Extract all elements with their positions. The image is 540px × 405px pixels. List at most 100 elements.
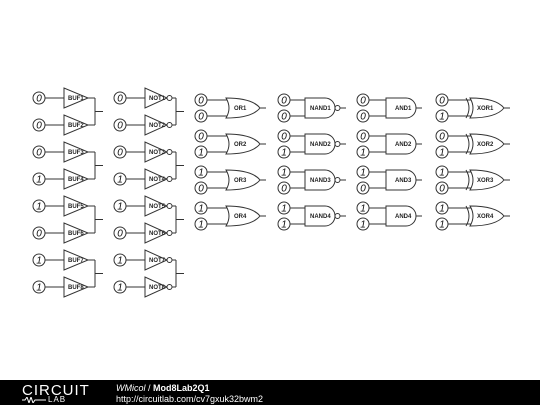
or-gate-input-a[interactable]: 1 [194, 165, 208, 179]
or-gate-label: OR4 [234, 214, 247, 220]
nand-gate-input-a[interactable]: 0 [277, 129, 291, 143]
nand-gate-input-b[interactable]: 1 [277, 145, 291, 159]
circuitlab-logo[interactable]: CIRCUIT [22, 382, 90, 399]
xor-gate-input-b[interactable]: 0 [435, 181, 449, 195]
author-name[interactable]: WMicol [116, 383, 146, 393]
buffer-gate-symbol [63, 87, 90, 109]
not-gate-input-value: 1 [117, 283, 123, 294]
not-gate-symbol [144, 195, 169, 217]
buffer-gate-input[interactable]: 1 [32, 172, 46, 186]
xor-gate-input-a[interactable]: 1 [435, 165, 449, 179]
or-gate-input-b[interactable]: 1 [194, 217, 208, 231]
not-gate-input[interactable]: 0 [113, 91, 127, 105]
or-gate-input-a[interactable]: 1 [194, 201, 208, 215]
and-gate-input-a[interactable]: 1 [356, 165, 370, 179]
buffer-gate-input[interactable]: 0 [32, 118, 46, 132]
xor-gate-input-a[interactable]: 0 [435, 93, 449, 107]
and-gate-input-b-value: 1 [360, 220, 366, 231]
not-gate-input[interactable]: 0 [113, 145, 127, 159]
or-gate-input-b[interactable]: 0 [194, 109, 208, 123]
inversion-bubble [166, 176, 173, 182]
nand-gate[interactable]: 0 1 NAND2 [277, 129, 346, 159]
xor-gate-input-b[interactable]: 1 [435, 109, 449, 123]
nand-gate-input-b[interactable]: 1 [277, 217, 291, 231]
nand-gate-input-a[interactable]: 0 [277, 93, 291, 107]
xor-gate-input-b[interactable]: 1 [435, 145, 449, 159]
and-gate-input-a[interactable]: 0 [356, 129, 370, 143]
or-gate-input-b[interactable]: 0 [194, 181, 208, 195]
and-gate-input-a[interactable]: 0 [356, 93, 370, 107]
nand-gate-input-a-value: 1 [281, 168, 287, 179]
author-line: WMicol / Mod8Lab2Q1 [116, 383, 210, 393]
nand-gate-label: NAND4 [310, 214, 331, 220]
or-gate-input-a[interactable]: 0 [194, 129, 208, 143]
buffer-gate-input[interactable]: 0 [32, 145, 46, 159]
circuit-title[interactable]: Mod8Lab2Q1 [153, 383, 210, 393]
xor-gate-input-a[interactable]: 0 [435, 129, 449, 143]
nand-gate-input-a[interactable]: 1 [277, 165, 291, 179]
and-gate-input-b[interactable]: 1 [356, 145, 370, 159]
nand-gate-input-b[interactable]: 0 [277, 181, 291, 195]
xor-gate-input-a-value: 1 [439, 204, 445, 215]
buffer-gate-input[interactable]: 0 [32, 226, 46, 240]
nand-gate-input-b[interactable]: 0 [277, 109, 291, 123]
circuit-url[interactable]: http://circuitlab.com/cv7gxuk32bwm2 [116, 394, 264, 404]
not-gate-symbol [144, 114, 169, 136]
buffer-gate-input[interactable]: 1 [32, 280, 46, 294]
not-gate-input[interactable]: 1 [113, 280, 127, 294]
not-gate-input[interactable]: 0 [113, 226, 127, 240]
nand-gate-input-a[interactable]: 1 [277, 201, 291, 215]
not-gate-input[interactable]: 0 [113, 118, 127, 132]
and-gate-input-a[interactable]: 1 [356, 201, 370, 215]
not-gate-input[interactable]: 1 [113, 199, 127, 213]
buffer-gate-symbol [63, 114, 90, 136]
buffer-gate-input[interactable]: 1 [32, 199, 46, 213]
not-gate-input-value: 1 [117, 256, 123, 267]
and-gate-input-a-value: 0 [360, 96, 366, 107]
not-gate-input[interactable]: 1 [113, 172, 127, 186]
and-gate-input-b[interactable]: 1 [356, 217, 370, 231]
xor-gate-input-b[interactable]: 1 [435, 217, 449, 231]
buffer-gate-input[interactable]: 0 [32, 91, 46, 105]
or-gate-input-b[interactable]: 1 [194, 145, 208, 159]
and-gate-input-b[interactable]: 0 [356, 109, 370, 123]
buffer-gate-input[interactable]: 1 [32, 253, 46, 267]
and-gate-input-b[interactable]: 0 [356, 181, 370, 195]
xor-gate-input-a[interactable]: 1 [435, 201, 449, 215]
or-gate-input-a[interactable]: 0 [194, 93, 208, 107]
not-gate-input[interactable]: 1 [113, 253, 127, 267]
nand-gate-label: NAND2 [310, 142, 331, 148]
